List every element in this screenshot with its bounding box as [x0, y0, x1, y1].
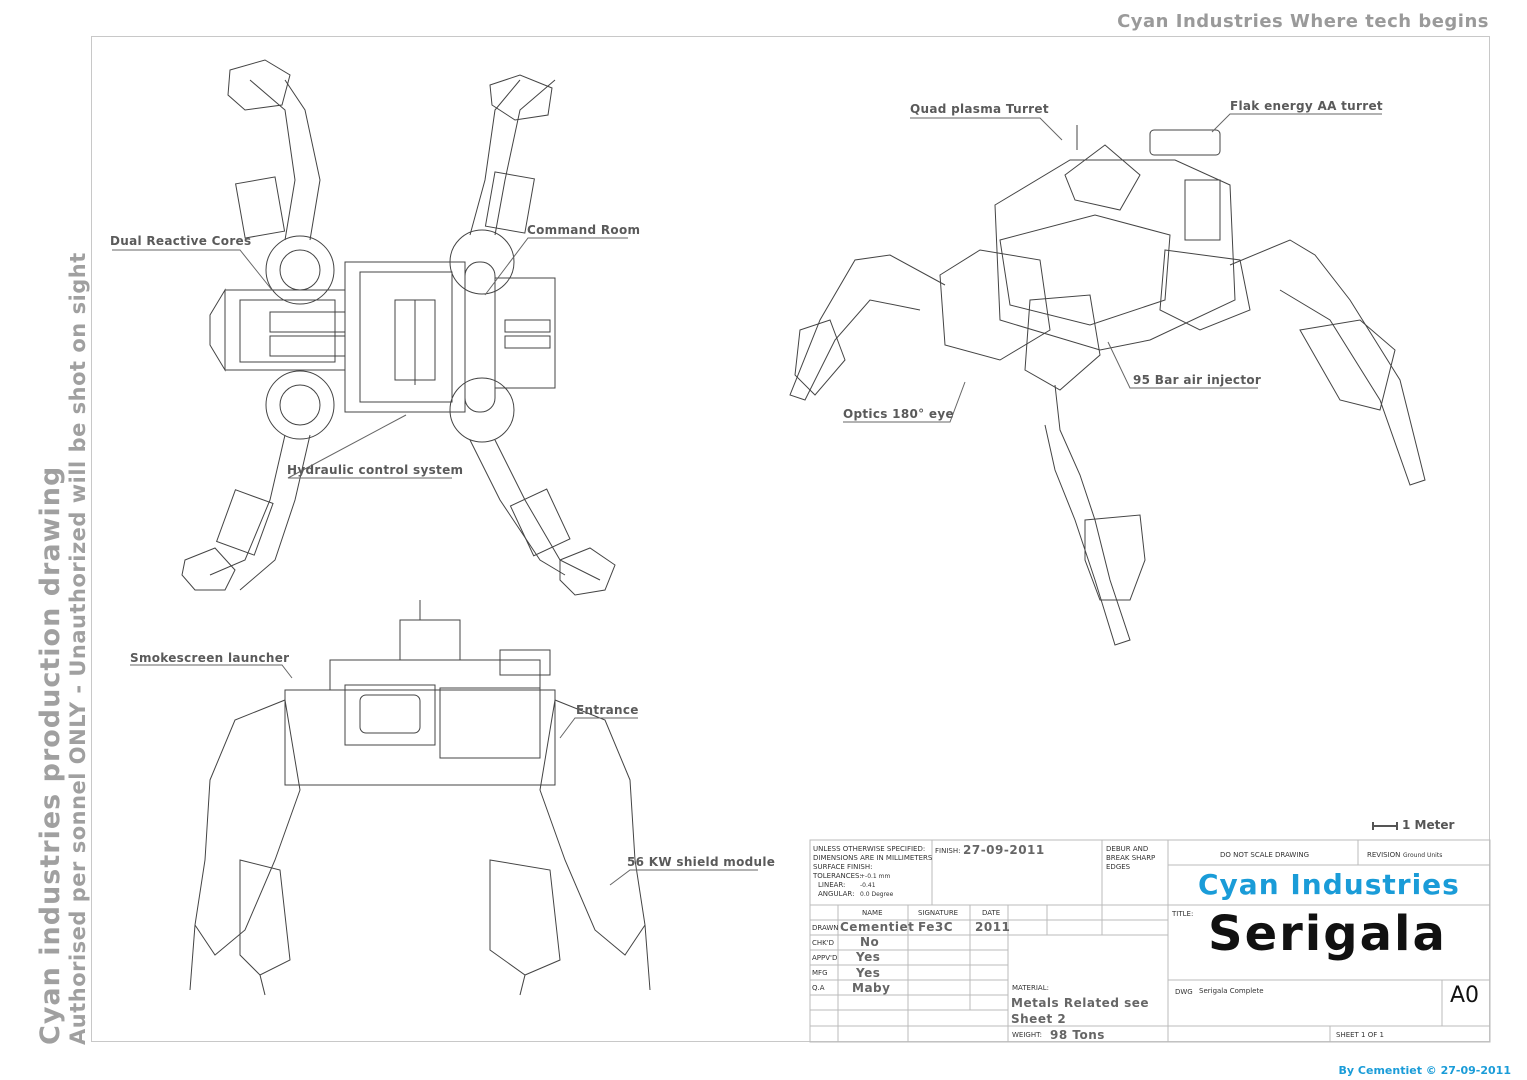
tb-tolerances-label: TOLERANCES: — [813, 872, 862, 880]
tb-header-name: NAME — [862, 909, 883, 917]
callout-leaders — [112, 113, 1382, 886]
tb-dwg-value: Serigala Complete — [1199, 987, 1264, 995]
tb-row-label: DRAWN — [812, 924, 839, 932]
tb-revision-label: REVISION — [1367, 851, 1401, 859]
tb-linear-label: LINEAR: — [818, 881, 846, 889]
tb-header-date: DATE — [982, 909, 1001, 917]
tb-sheet-size: A0 — [1450, 983, 1480, 1008]
tb-row-label: MFG — [812, 969, 828, 977]
tb-row-signature: Fe3C — [918, 920, 954, 934]
callout-optics-eye: Optics 180° eye — [843, 407, 954, 421]
tb-row-label: APPV'D — [812, 954, 838, 962]
scale-bar-icon — [1372, 821, 1398, 830]
tb-title-label: TITLE: — [1172, 910, 1194, 918]
callout-entrance: Entrance — [576, 703, 639, 717]
tb-tolerances-value: +-0.1 mm — [860, 873, 891, 880]
tb-angular-label: ANGULAR: — [818, 890, 855, 898]
tb-row-name: Yes — [856, 950, 881, 964]
tb-material-label: MATERIAL: — [1012, 984, 1049, 992]
tb-angular-value: 0.0 Degree — [860, 891, 894, 898]
tb-notes-line-3: SURFACE FINISH: — [813, 863, 873, 871]
callout-smokescreen-launcher: Smokescreen launcher — [130, 651, 290, 665]
tb-row-name: No — [860, 935, 880, 949]
callout-dual-reactive-cores: Dual Reactive Cores — [110, 234, 252, 248]
tb-material-line-2: Sheet 2 — [1011, 1012, 1067, 1026]
tb-weight-label: WEIGHT: — [1012, 1031, 1042, 1039]
company-name: Cyan Industries — [1198, 868, 1460, 901]
tb-dwg-label: DWG — [1175, 988, 1193, 996]
callout-air-injector: 95 Bar air injector — [1133, 373, 1262, 387]
footer-credit: By Cementiet © 27-09-2011 — [1338, 1064, 1511, 1077]
tb-row-date: 2011 — [975, 920, 1011, 934]
title-block-grid — [809, 839, 1491, 1043]
tb-weight-value: 98 Tons — [1050, 1028, 1105, 1042]
callout-shield-module: 56 KW shield module — [627, 855, 776, 869]
header-tagline: Cyan Industries Where tech begins — [1117, 11, 1489, 32]
product-title: Serigala — [1208, 906, 1447, 962]
tb-finish-label: FINISH: — [935, 847, 961, 855]
callout-command-room: Command Room — [527, 223, 641, 237]
callout-hydraulic-control-system: Hydraulic control system — [287, 463, 464, 477]
tb-row-name: Yes — [856, 966, 881, 980]
callout-quad-plasma-turret: Quad plasma Turret — [910, 102, 1049, 116]
scale-indicator: 1 Meter — [1372, 818, 1454, 832]
tb-sheet-number: SHEET 1 OF 1 — [1336, 1031, 1384, 1039]
tb-notes-line-2: DIMENSIONS ARE IN MILLIMETERS — [813, 854, 933, 862]
tb-linear-value: -0.41 — [860, 882, 876, 889]
callout-flak-energy-turret: Flak energy AA turret — [1230, 99, 1383, 113]
perspective-view-drawing — [789, 125, 1426, 646]
scale-label: 1 Meter — [1402, 818, 1455, 832]
top-view-drawing — [181, 59, 616, 596]
tb-header-signature: SIGNATURE — [918, 909, 959, 917]
tb-finish-value: 27-09-2011 — [963, 843, 1045, 857]
tb-revision-value: Ground Units — [1403, 852, 1443, 859]
tb-material-line-1: Metals Related see — [1011, 996, 1149, 1010]
tb-row-name: Maby — [852, 981, 891, 995]
tb-row-label: CHK'D — [812, 939, 835, 947]
drawing-frame — [91, 36, 1490, 1042]
tb-debur-line-2: BREAK SHARP — [1106, 854, 1156, 862]
tb-debur-line-3: EDGES — [1106, 863, 1131, 871]
tb-debur-line-1: DEBUR AND — [1106, 845, 1149, 853]
tb-notes-line-1: UNLESS OTHERWISE SPECIFIED: — [813, 845, 926, 853]
side-view-drawing — [189, 600, 651, 996]
tb-row-label: Q.A — [812, 984, 825, 992]
tb-row-name: Cementiet — [840, 920, 915, 934]
tb-do-not-scale: DO NOT SCALE DRAWING — [1220, 851, 1310, 859]
